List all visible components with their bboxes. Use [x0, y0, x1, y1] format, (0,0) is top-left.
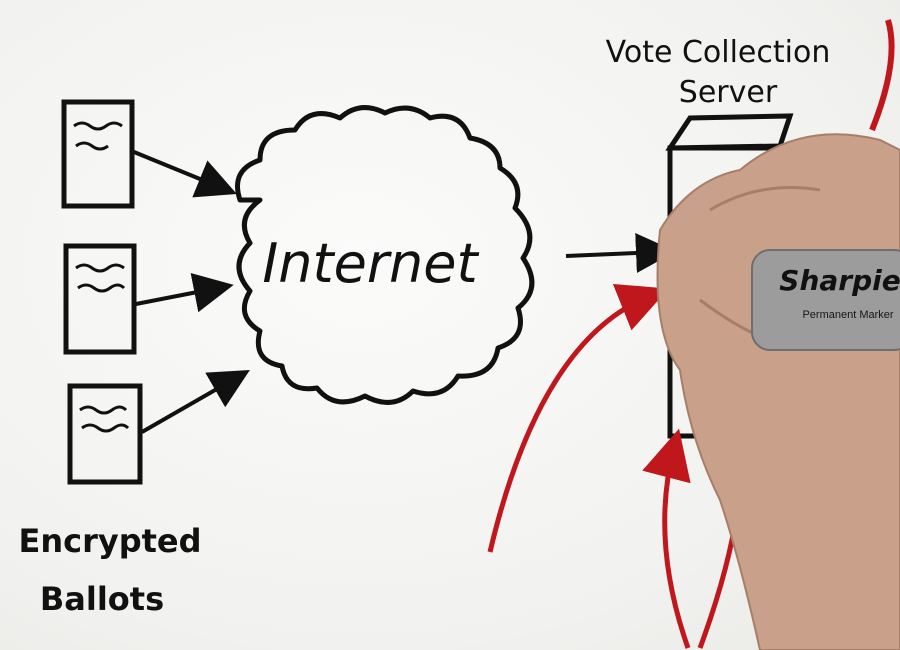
server-label-line1: Vote Collection: [606, 35, 831, 70]
arrow-ballot2-to-internet: [135, 272, 234, 313]
arrow-ballot1-to-internet: [133, 150, 237, 198]
red-attack-arrow-top: [869, 19, 895, 132]
cloud-label: Internet: [262, 232, 479, 295]
marker-brand: Sharpie: [779, 264, 900, 297]
arrow-internet-to-server: [565, 233, 676, 274]
red-attack-arrow-left: [487, 283, 669, 553]
marker-subtext: Permanent Marker: [802, 309, 893, 321]
arrow-ballot3-to-internet: [141, 370, 250, 434]
hand-with-marker: Sharpie Permanent Marker: [656, 133, 900, 650]
internet-cloud: [235, 105, 535, 405]
ballot-document-1: [61, 99, 135, 209]
marker-pen: Sharpie Permanent Marker: [751, 249, 900, 351]
ballots-label-line1: Encrypted: [18, 522, 201, 560]
ballot-document-3: [67, 383, 143, 485]
ballots-label-line2: Ballots: [40, 580, 164, 618]
server-label-line2: Server: [679, 75, 778, 110]
red-attack-arrow-bottom: [642, 428, 691, 649]
ballot-document-2: [63, 243, 137, 355]
